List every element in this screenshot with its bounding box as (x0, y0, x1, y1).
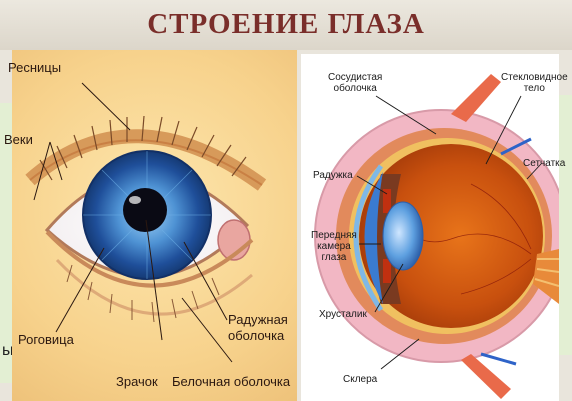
label-chamber-line3: глаза (321, 252, 346, 263)
page-title: СТРОЕНИЕ ГЛАЗА (0, 8, 572, 41)
label-iris-line2: оболочка (228, 328, 284, 343)
label-eyelashes: Ресницы (8, 60, 61, 75)
label-sclera-section: Склера (343, 374, 377, 385)
label-vitreous: Стекловидное тело (501, 72, 568, 94)
external-eye-panel: Ресницы Веки Роговица Зрачок Белочная об… (12, 50, 297, 401)
label-lens: Хрусталик (319, 309, 367, 320)
pupil-highlight (129, 196, 141, 204)
external-eye-illustration (12, 50, 297, 401)
label-chamber-line1: Передняя (311, 230, 357, 241)
label-choroid-line1: Сосудистая (328, 72, 382, 83)
label-pupil: Зрачок (116, 374, 158, 389)
eye-section-panel: Сосудистая оболочка Стекловидное тело Ра… (301, 54, 559, 401)
label-anterior-chamber: Передняя камера глаза (311, 230, 357, 263)
label-choroid: Сосудистая оболочка (328, 72, 382, 94)
label-retina: Сетчатка (523, 158, 565, 169)
label-iris-line1: Радужная (228, 312, 288, 327)
label-choroid-line2: оболочка (334, 83, 377, 94)
label-vitreous-line1: Стекловидное (501, 72, 568, 83)
label-eyelids: Веки (4, 132, 33, 147)
label-iris-section: Радужка (313, 170, 353, 181)
label-sclera-white: Белочная оболочка (172, 374, 290, 389)
lens (383, 202, 423, 270)
vessel-bottom (481, 354, 516, 364)
label-chamber-line2: камера (317, 241, 351, 252)
iris-lower (383, 259, 391, 283)
pupil (123, 188, 167, 232)
label-cornea: Роговица (18, 332, 74, 347)
eye-cross-section-illustration (301, 54, 559, 401)
label-vitreous-line2: тело (524, 83, 545, 94)
